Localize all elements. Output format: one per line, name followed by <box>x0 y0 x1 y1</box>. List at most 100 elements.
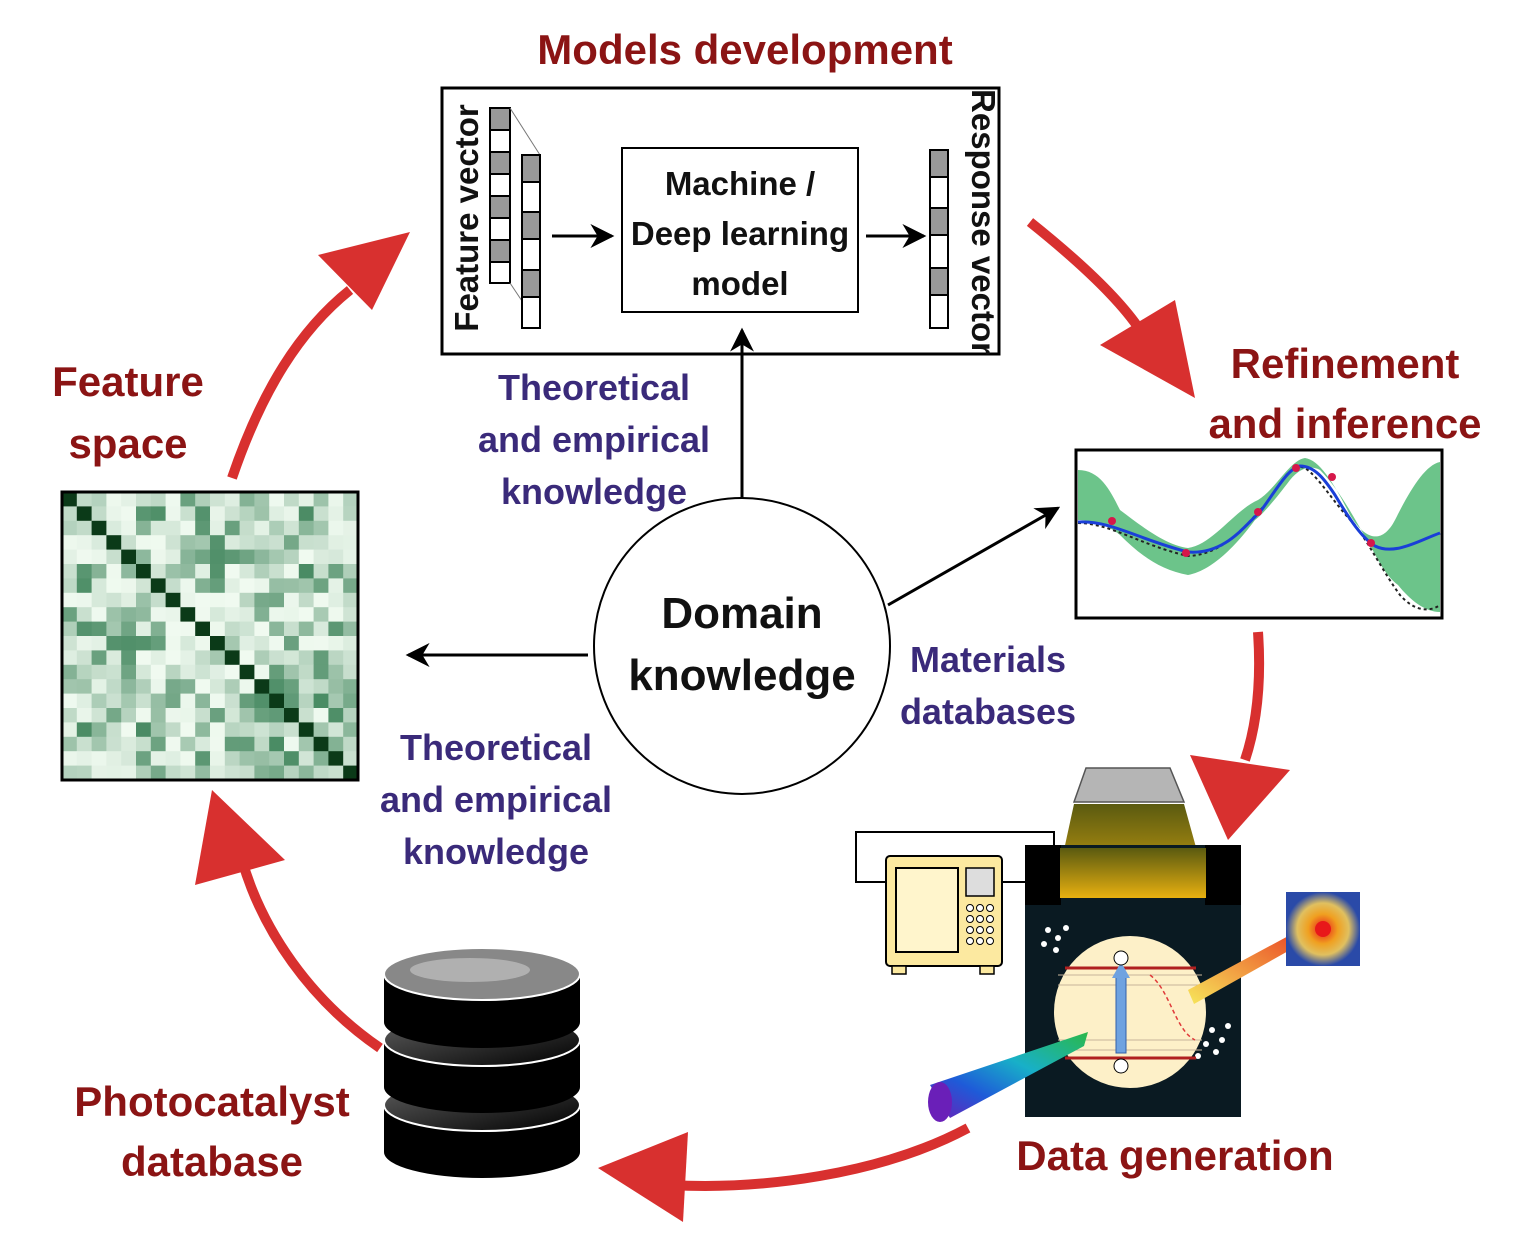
heatmap-cell <box>150 578 166 594</box>
heatmap-cell <box>136 621 152 637</box>
heatmap-cell <box>91 679 107 694</box>
heatmap-cell <box>284 520 300 536</box>
heatmap-cell <box>121 492 137 507</box>
heatmap-cell <box>76 693 92 709</box>
heatmap-cell <box>195 520 211 536</box>
heatmap-cell <box>298 578 314 594</box>
photocatalysis-instrument-icon <box>855 767 1360 1122</box>
heatmap-cell <box>121 736 137 752</box>
heatmap-cell <box>121 535 137 550</box>
heatmap-cell <box>165 592 181 608</box>
heatmap-cell <box>343 506 359 522</box>
keypad-button <box>986 926 994 934</box>
heatmap-cell <box>239 736 255 752</box>
heatmap-cell <box>62 650 78 666</box>
correlation-matrix-icon <box>60 490 360 782</box>
heatmap-cell <box>165 564 181 579</box>
heatmap-cell <box>195 592 211 608</box>
heatmap-cell <box>224 650 240 666</box>
heatmap-cell <box>284 492 300 507</box>
heatmap-cell <box>180 492 196 507</box>
heatmap-cell <box>298 492 314 507</box>
arrow-to-refinement <box>887 506 1061 607</box>
heatmap-cell <box>165 664 181 680</box>
heatmap-cell <box>91 650 107 666</box>
heatmap-cell <box>76 722 92 738</box>
heatmap-cell <box>121 664 137 680</box>
heatmap-cell <box>210 578 226 594</box>
heatmap-cell <box>313 592 329 608</box>
heatmap-cell <box>313 679 329 694</box>
heatmap-cell <box>210 693 226 709</box>
heatmap-cell <box>121 592 137 608</box>
heatmap-cell <box>210 708 226 723</box>
heatmap-cell <box>269 650 285 666</box>
model-label-line2: Deep learning <box>631 215 849 252</box>
heatmap-cell <box>136 751 152 766</box>
heatmap-cell <box>269 607 285 622</box>
heatmap-cell <box>180 621 196 637</box>
sample-point <box>1108 517 1116 525</box>
heatmap-cell <box>136 679 152 694</box>
heatmap-cell <box>76 679 92 694</box>
heatmap-cell <box>328 578 344 594</box>
heatmap-cell <box>254 564 270 579</box>
heatmap-cell <box>136 636 152 651</box>
heatmap-cell <box>298 664 314 680</box>
heatmap-cell <box>62 736 78 752</box>
heatmap-cell <box>106 722 122 738</box>
incident-light-cone <box>930 1032 1088 1118</box>
heatmap-cell <box>195 751 211 766</box>
heatmap-cell <box>136 736 152 752</box>
heatmap-cell <box>343 607 359 622</box>
heatmap-cell <box>328 520 344 536</box>
heatmap-cell <box>195 535 211 550</box>
heatmap-cell <box>254 650 270 666</box>
heatmap-cell <box>136 650 152 666</box>
heatmap-cell <box>343 751 359 766</box>
heatmap-cell <box>180 736 196 752</box>
heatmap-cell <box>328 765 344 781</box>
heatmap-cell <box>313 535 329 550</box>
heatmap-cell <box>165 607 181 622</box>
heatmap-cell <box>343 492 359 507</box>
heatmap-cell <box>62 564 78 579</box>
heatmap-cell <box>239 722 255 738</box>
heatmap-cell <box>136 564 152 579</box>
heatmap-cell <box>121 564 137 579</box>
heatmap-cell <box>313 722 329 738</box>
feature-space-title-line2: space <box>68 420 187 467</box>
heatmap-cell <box>210 520 226 536</box>
heatmap-cell <box>165 506 181 522</box>
heatmap-cell <box>62 722 78 738</box>
domain-knowledge-line1: Domain <box>661 589 822 638</box>
heatmap-cell <box>284 621 300 637</box>
heatmap-cell <box>239 506 255 522</box>
photocatalyst-database-title-line1: Photocatalyst <box>74 1078 349 1125</box>
feature-vector-input-icon <box>489 107 541 329</box>
heatmap-cell <box>269 693 285 709</box>
heatmap-cell <box>328 664 344 680</box>
heatmap-cell <box>76 578 92 594</box>
heatmap-cell <box>239 592 255 608</box>
heatmap-cell <box>210 751 226 766</box>
heatmap-cell <box>284 650 300 666</box>
heatmap-cell <box>224 636 240 651</box>
heatmap-cell <box>180 751 196 766</box>
heatmap-cell <box>62 708 78 723</box>
keypad-button <box>966 926 974 934</box>
heatmap-cell <box>313 492 329 507</box>
heatmap-cell <box>254 636 270 651</box>
heatmap-cell <box>284 765 300 781</box>
models-development-title: Models development <box>537 26 952 73</box>
database-cylinder-icon <box>383 947 581 1178</box>
heatmap-cell <box>343 564 359 579</box>
heatmap-cell <box>224 607 240 622</box>
heatmap-cell <box>313 549 329 565</box>
heatmap-cell <box>180 664 196 680</box>
heatmap-cell <box>76 607 92 622</box>
heatmap-cell <box>254 607 270 622</box>
heatmap-cell <box>224 535 240 550</box>
heatmap-cell <box>224 679 240 694</box>
heatmap-cell <box>298 679 314 694</box>
